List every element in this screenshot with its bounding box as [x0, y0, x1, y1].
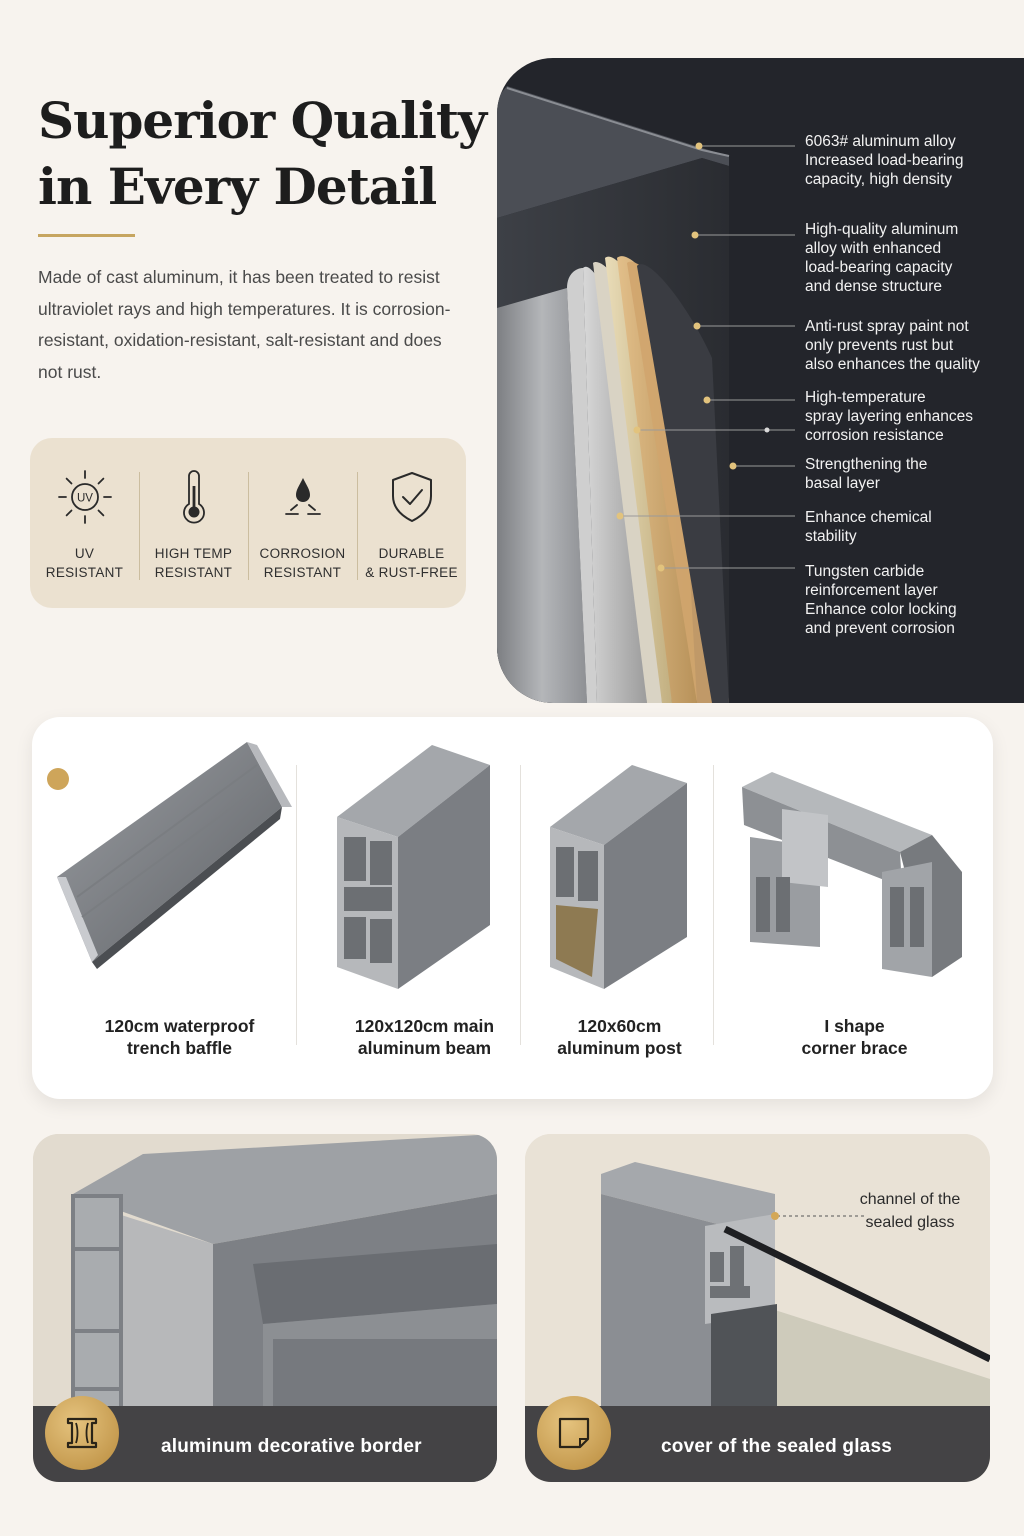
shield-check-icon [391, 472, 432, 522]
layer-cutaway-illustration [497, 86, 795, 703]
product-label-corner-brace: I shape corner brace [801, 1016, 908, 1058]
product-post[interactable]: 120x60cm aluminum post [532, 737, 707, 1082]
feature-uv: UV UV RESISTANT [30, 468, 139, 582]
product-main-beam[interactable]: 120x120cm main aluminum beam [312, 737, 537, 1082]
product-divider [713, 765, 714, 1045]
layer-callout-2: High-quality aluminum alloy with enhance… [805, 221, 959, 295]
product-divider [296, 765, 297, 1045]
trench-baffle-image [57, 742, 292, 969]
uv-icon-text: UV [77, 493, 93, 505]
sun-uv-icon: UV [57, 470, 112, 524]
card-sealed-glass: channel of the sealed glass cover of the… [525, 1134, 990, 1482]
layer-callout-5: Strengthening the basal layer [805, 456, 928, 492]
feature-label-corrosion: CORROSION RESISTANT [259, 546, 346, 580]
corner-brace-image [742, 772, 962, 977]
product-divider [520, 765, 521, 1045]
thermometer-icon [182, 470, 205, 524]
feature-strip: UV UV RESISTANT HIGH TEMP RESISTANT CORR… [30, 438, 466, 608]
layer-callout-6: Enhance chemical stability [805, 509, 932, 545]
feature-label-durable: DURABLE & RUST-FREE [365, 546, 458, 580]
product-label-post: 120x60cm aluminum post [557, 1016, 682, 1058]
layer-callout-4: High-temperature spray layering enhances… [805, 389, 974, 444]
glass-cover-icon [558, 1417, 590, 1449]
feature-high-temp: HIGH TEMP RESISTANT [139, 468, 248, 582]
title-line-2: in Every Detail [38, 157, 437, 216]
page-title: Superior Quality in Every Detail [38, 88, 487, 220]
product-label-trench-baffle: 120cm waterproof trench baffle [104, 1016, 255, 1058]
title-divider [38, 234, 135, 237]
card-caption-glass: cover of the sealed glass [661, 1436, 892, 1457]
gold-dot-ornament [47, 768, 69, 790]
card-badge [45, 1396, 119, 1470]
feature-corrosion: CORROSION RESISTANT [248, 468, 357, 582]
card-badge [537, 1396, 611, 1470]
product-corner-brace[interactable]: I shape corner brace [732, 737, 977, 1082]
card-caption-border: aluminum decorative border [161, 1436, 422, 1457]
post-image [550, 765, 687, 989]
feature-durable: DURABLE & RUST-FREE [357, 468, 466, 582]
layer-callout-7: Tungsten carbide reinforcement layer Enh… [805, 563, 957, 637]
material-layers-panel: 6063# aluminum alloy Increased load-bear… [497, 58, 1024, 703]
hero-description: Made of cast aluminum, it has been treat… [38, 267, 451, 382]
glass-channel-note: channel of the sealed glass [859, 1191, 961, 1231]
feature-label-high-temp: HIGH TEMP RESISTANT [154, 546, 233, 580]
water-drop-icon [284, 478, 321, 515]
decorative-frame-icon [66, 1417, 98, 1449]
card-decorative-border: aluminum decorative border [33, 1134, 497, 1482]
main-beam-image [337, 745, 490, 989]
product-label-main-beam: 120x120cm main aluminum beam [354, 1016, 495, 1058]
title-line-1: Superior Quality [38, 91, 487, 150]
product-showcase: 120cm waterproof trench baffle 120x120cm… [32, 717, 993, 1099]
layer-callout-3: Anti-rust spray paint not only prevents … [805, 318, 980, 373]
layer-callout-1: 6063# aluminum alloy Increased load-bear… [805, 133, 964, 188]
product-trench-baffle[interactable]: 120cm waterproof trench baffle [52, 737, 307, 1082]
feature-label-uv: UV RESISTANT [45, 546, 124, 580]
